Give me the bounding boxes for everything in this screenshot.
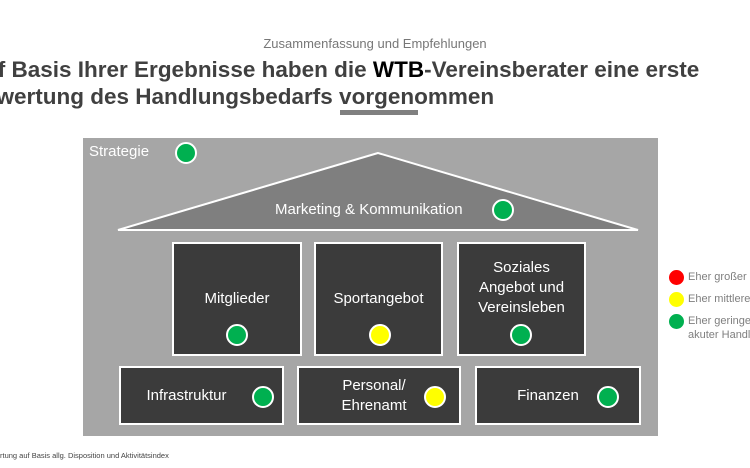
strategy-status-dot — [175, 142, 197, 164]
footnote: rtung auf Basis allg. Disposition und Ak… — [0, 451, 169, 460]
legend-label: Eher geringe — [688, 315, 750, 327]
foundation-status-dot — [424, 386, 446, 408]
roof-label: Marketing & Kommunikation — [275, 201, 463, 218]
title-part1: uf Basis Ihrer Ergebnisse haben die — [0, 57, 373, 82]
strategy-label: Strategie — [89, 143, 150, 160]
legend-yellow-dot — [669, 292, 684, 307]
roof-status-dot — [492, 199, 514, 221]
legend-green-dot — [669, 314, 684, 329]
pillar-status-dot — [369, 324, 391, 346]
legend-red-dot — [669, 270, 684, 285]
slide-subtitle: Zusammenfassung und Empfehlungen — [263, 36, 487, 51]
foundation-status-dot — [252, 386, 274, 408]
foundation-status-dot — [597, 386, 619, 408]
legend-label-line2: akuter Handl — [688, 329, 750, 341]
title-highlight: WTB — [372, 57, 425, 82]
foundation-label: Infrastruktur — [146, 386, 227, 404]
pillar-label: Soziales Angebot und Vereinsleben — [478, 259, 565, 316]
title-part2: -Vereinsberater eine erste — [424, 57, 700, 82]
pillar-label: Sportangebot — [333, 290, 424, 307]
title-accent-bar — [340, 110, 418, 115]
pillar-status-dot — [226, 324, 248, 346]
legend-label: Eher großer — [688, 271, 747, 283]
pillar-status-dot — [510, 324, 532, 346]
slide-title: uf Basis Ihrer Ergebnisse haben die WTB-… — [0, 56, 699, 110]
foundation-label: Finanzen — [517, 386, 579, 404]
foundation-label: Personal/ Ehrenamt — [341, 376, 407, 414]
pillar-label: Mitglieder — [204, 290, 270, 307]
title-line2: ewertung des Handlungsbedarfs vorgenomme… — [0, 84, 495, 109]
legend-label: Eher mittlere — [688, 293, 750, 305]
